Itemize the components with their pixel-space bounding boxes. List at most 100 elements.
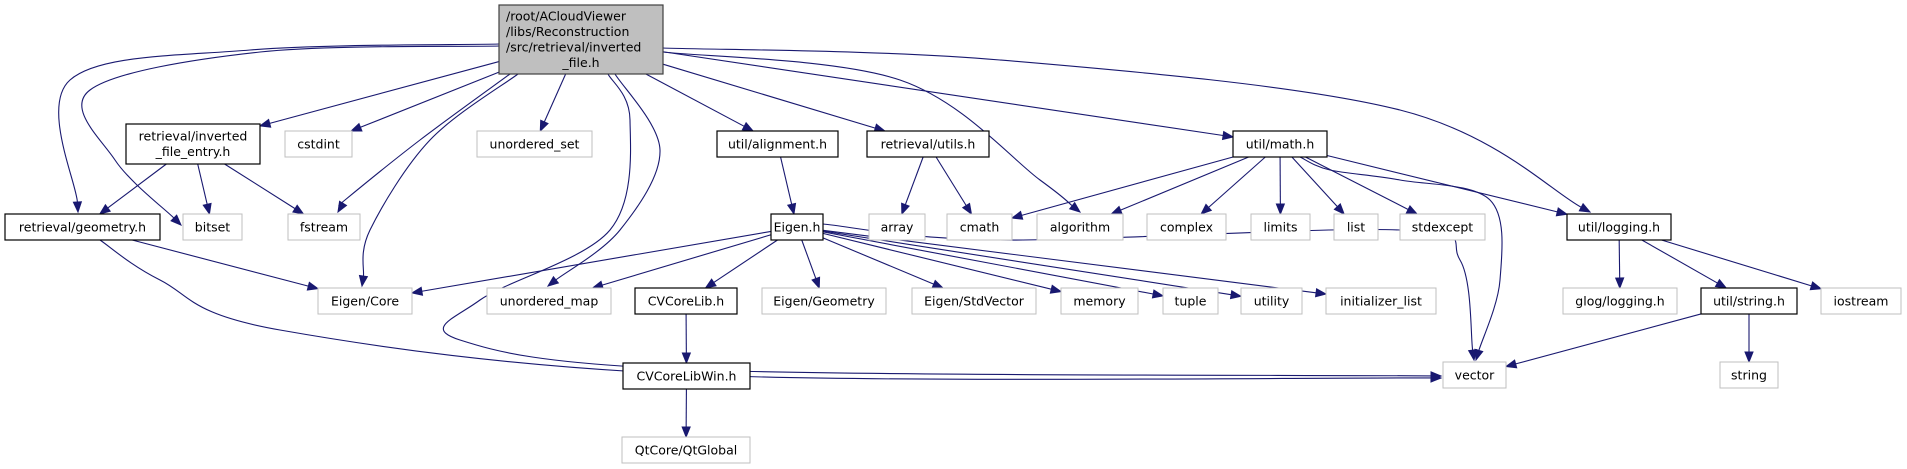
edge-eigen-to-eigen_stdvector [822,237,945,289]
node-box [284,130,353,158]
node-box[interactable] [1232,130,1328,158]
node-label: /libs/Reconstruction [506,24,629,39]
node-cmath: cmath [946,213,1013,241]
arrowhead-icon [349,122,363,132]
edge-line [662,63,876,129]
edge-root-to-unordered_set [539,73,567,133]
node-box[interactable] [498,4,664,75]
arrowhead-icon [72,201,83,214]
node-label: initializer_list [1340,293,1422,308]
arrowhead-icon [1110,205,1123,215]
node-cvcorelib[interactable]: CVCoreLib.h [634,287,738,315]
edge-eigen-to-memory [822,232,1063,294]
edge-line [822,232,1052,290]
node-box [1250,213,1311,241]
node-label: retrieval/utils.h [881,136,976,151]
node-box[interactable] [125,123,261,165]
edge-root-to-logging [662,47,1592,213]
node-utils[interactable]: retrieval/utils.h [866,130,990,158]
node-initializer-list: initializer_list [1325,287,1437,315]
node-geometry[interactable]: retrieval/geometry.h [4,213,161,241]
arrowhead-icon [741,121,755,132]
arrowhead-icon [1229,289,1243,300]
node-box[interactable] [4,213,161,241]
node-box [1146,213,1227,241]
edge-root-to-cstdint [349,71,500,132]
node-box[interactable] [716,130,839,158]
edge-geometry-to-vector [99,239,1443,383]
node-eigen-stdvector: Eigen/StdVector [911,287,1037,315]
node-box [621,436,751,464]
arrowhead-icon [546,275,560,287]
edge-line [81,45,500,219]
edge-line [662,51,1073,207]
node-box[interactable] [1700,287,1798,315]
node-label: unordered_set [490,136,580,151]
node-iostream: iostream [1820,287,1902,315]
edge-line [822,223,1474,351]
edge-eigen-to-vector [822,223,1478,362]
arrowhead-icon [1430,373,1443,383]
node-box [317,287,413,315]
edge-line [1021,156,1234,216]
node-label: cstdint [297,136,340,151]
node-math[interactable]: util/math.h [1232,130,1328,158]
node-util-string[interactable]: util/string.h [1700,287,1798,315]
node-label: _file_entry.h [155,144,231,159]
edge-inverted_file_entry-to-fstream [224,163,305,215]
edge-line [131,239,309,287]
arrowhead-icon [1809,281,1823,291]
node-box [1562,287,1678,315]
node-root[interactable]: /root/ACloudViewer/libs/Reconstruction/s… [498,4,664,75]
node-algorithm: algorithm [1036,213,1124,241]
node-box [1333,213,1379,241]
edge-utils-to-array [901,156,924,216]
arrowhead-icon [337,200,348,214]
node-label: iostream [1834,293,1889,308]
edge-line [1208,156,1266,208]
node-box[interactable] [634,287,738,315]
edge-inverted_file_entry-to-geometry [98,163,167,215]
node-label: glog/logging.h [1575,293,1664,308]
node-label: array [881,219,914,234]
node-eigen[interactable]: Eigen.h [770,213,824,241]
node-label: retrieval/geometry.h [19,219,146,234]
edge-alignment-to-eigen [780,156,797,216]
node-list: list [1333,213,1379,241]
node-box [1240,287,1303,315]
node-alignment[interactable]: util/alignment.h [716,130,839,158]
node-cvcorelibwin[interactable]: CVCoreLibWin.h [622,362,751,390]
node-logging[interactable]: util/logging.h [1566,213,1672,241]
edge-eigen-to-eigen_core [410,230,772,296]
node-glog-logging: glog/logging.h [1562,287,1678,315]
edge-root-to-math [662,51,1235,141]
arrowhead-icon [1467,348,1478,362]
node-limits: limits [1250,213,1311,241]
node-label: /src/retrieval/inverted [506,40,641,55]
edge-line [1641,239,1718,284]
node-box [1162,287,1219,315]
node-label: stdexcept [1412,219,1473,234]
node-box[interactable] [770,213,824,241]
node-tuple: tuple [1162,287,1219,315]
arrowhead-icon [170,214,182,226]
edge-line [555,73,661,281]
edge-line [822,230,1232,296]
node-box [476,130,593,158]
node-box [1036,213,1124,241]
node-box [1442,361,1507,389]
node-eigen-geometry: Eigen/Geometry [761,287,887,315]
node-box[interactable] [866,130,990,158]
edge-line [362,73,519,277]
edge-line [442,73,1432,377]
node-box[interactable] [1566,213,1672,241]
edge-line [662,47,1582,208]
arrowhead-icon [1275,203,1286,216]
node-inverted-file-entry[interactable]: retrieval/inverted_file_entry.h [125,123,261,165]
edge-math-to-vector [1299,156,1503,362]
arrowhead-icon [1405,205,1419,215]
node-box[interactable] [622,362,751,390]
node-box [1820,287,1902,315]
node-label: retrieval/inverted [139,129,248,144]
edge-math-to-complex [1200,156,1266,215]
